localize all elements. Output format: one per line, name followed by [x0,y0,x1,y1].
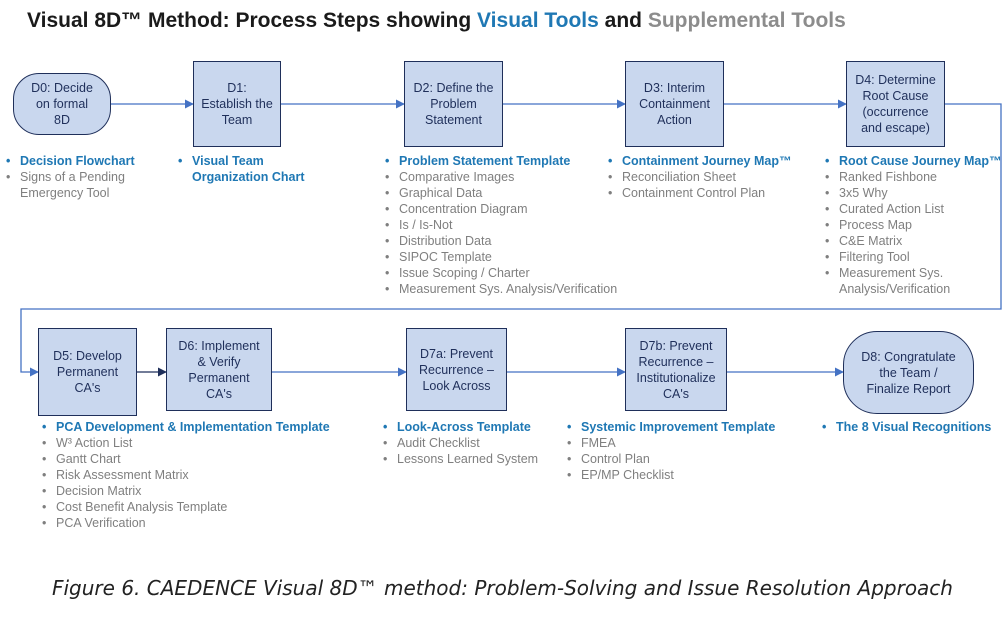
supplemental-tool-item: Distribution Data [385,233,617,249]
visual-tool-item: The 8 Visual Recognitions [822,419,991,435]
step-d0: D0: Decide on formal 8D [13,73,111,135]
supplemental-tool-item: 3x5 Why [825,185,1002,201]
tools-list-d4: Root Cause Journey Map™Ranked Fishbone3x… [825,153,1002,297]
tools-list-d5: PCA Development & Implementation Templat… [42,419,330,531]
figure-caption: Figure 6. CAEDENCE Visual 8D™ method: Pr… [52,576,953,600]
visual-tool-item: Systemic Improvement Template [567,419,775,435]
step-d5: D5: Develop Permanent CA's [38,328,137,416]
supplemental-tool-item: Curated Action List [825,201,1002,217]
supplemental-tool-item: Measurement Sys.Analysis/Verification [825,265,1002,297]
tools-list-d3: Containment Journey Map™Reconciliation S… [608,153,791,201]
supplemental-tool-item: Decision Matrix [42,483,330,499]
supplemental-tool-item: Measurement Sys. Analysis/Verification [385,281,617,297]
title-and: and [598,9,648,32]
step-d3: D3: Interim Containment Action [625,61,724,147]
supplemental-tool-item: C&E Matrix [825,233,1002,249]
step-d2: D2: Define the Problem Statement [404,61,503,147]
supplemental-tool-item: W³ Action List [42,435,330,451]
tools-list-d0: Decision FlowchartSigns of a PendingEmer… [6,153,135,201]
supplemental-tool-item: Ranked Fishbone [825,169,1002,185]
supplemental-tool-item: Reconciliation Sheet [608,169,791,185]
step-d7a: D7a: Prevent Recurrence – Look Across [406,328,507,411]
title-visual-tools: Visual Tools [477,9,599,32]
supplemental-tool-item: Process Map [825,217,1002,233]
visual-tool-item: Decision Flowchart [6,153,135,169]
supplemental-tool-item: Issue Scoping / Charter [385,265,617,281]
supplemental-tool-item: EP/MP Checklist [567,467,775,483]
supplemental-tool-item: PCA Verification [42,515,330,531]
tools-list-d7b: Systemic Improvement TemplateFMEAControl… [567,419,775,483]
supplemental-tool-item: Filtering Tool [825,249,1002,265]
step-d1: D1: Establish the Team [193,61,281,147]
supplemental-tool-item: Risk Assessment Matrix [42,467,330,483]
connector-d4-d5 [20,103,1002,377]
step-d6: D6: Implement & Verify Permanent CA's [166,328,272,411]
visual-tool-item: Root Cause Journey Map™ [825,153,1002,169]
supplemental-tool-item: Control Plan [567,451,775,467]
supplemental-tool-item: Audit Checklist [383,435,538,451]
step-d7b: D7b: Prevent Recurrence – Institutionali… [625,328,727,411]
supplemental-tool-item: Comparative Images [385,169,617,185]
title-part1: Visual 8D™ Method: Process Steps showing [27,9,478,32]
title-supplemental-tools: Supplemental Tools [647,9,846,32]
visual-tool-item: Look-Across Template [383,419,538,435]
supplemental-tool-item: Graphical Data [385,185,617,201]
tools-list-d7a: Look-Across TemplateAudit ChecklistLesso… [383,419,538,467]
tools-list-d8: The 8 Visual Recognitions [822,419,991,435]
supplemental-tool-item: Concentration Diagram [385,201,617,217]
supplemental-tool-item: Is / Is-Not [385,217,617,233]
visual-tool-item: Containment Journey Map™ [608,153,791,169]
visual-tool-item: Problem Statement Template [385,153,617,169]
supplemental-tool-item: Cost Benefit Analysis Template [42,499,330,515]
supplemental-tool-item: SIPOC Template [385,249,617,265]
supplemental-tool-item: Gantt Chart [42,451,330,467]
tools-list-d2: Problem Statement TemplateComparative Im… [385,153,617,297]
supplemental-tool-item: Lessons Learned System [383,451,538,467]
supplemental-tool-item: Containment Control Plan [608,185,791,201]
supplemental-tool-item: FMEA [567,435,775,451]
page-title: Visual 8D™ Method: Process Steps showing… [27,9,846,33]
visual-tool-item: PCA Development & Implementation Templat… [42,419,330,435]
step-d8: D8: Congratulate the Team / Finalize Rep… [843,331,974,414]
step-d4: D4: Determine Root Cause (occurrence and… [846,61,945,147]
